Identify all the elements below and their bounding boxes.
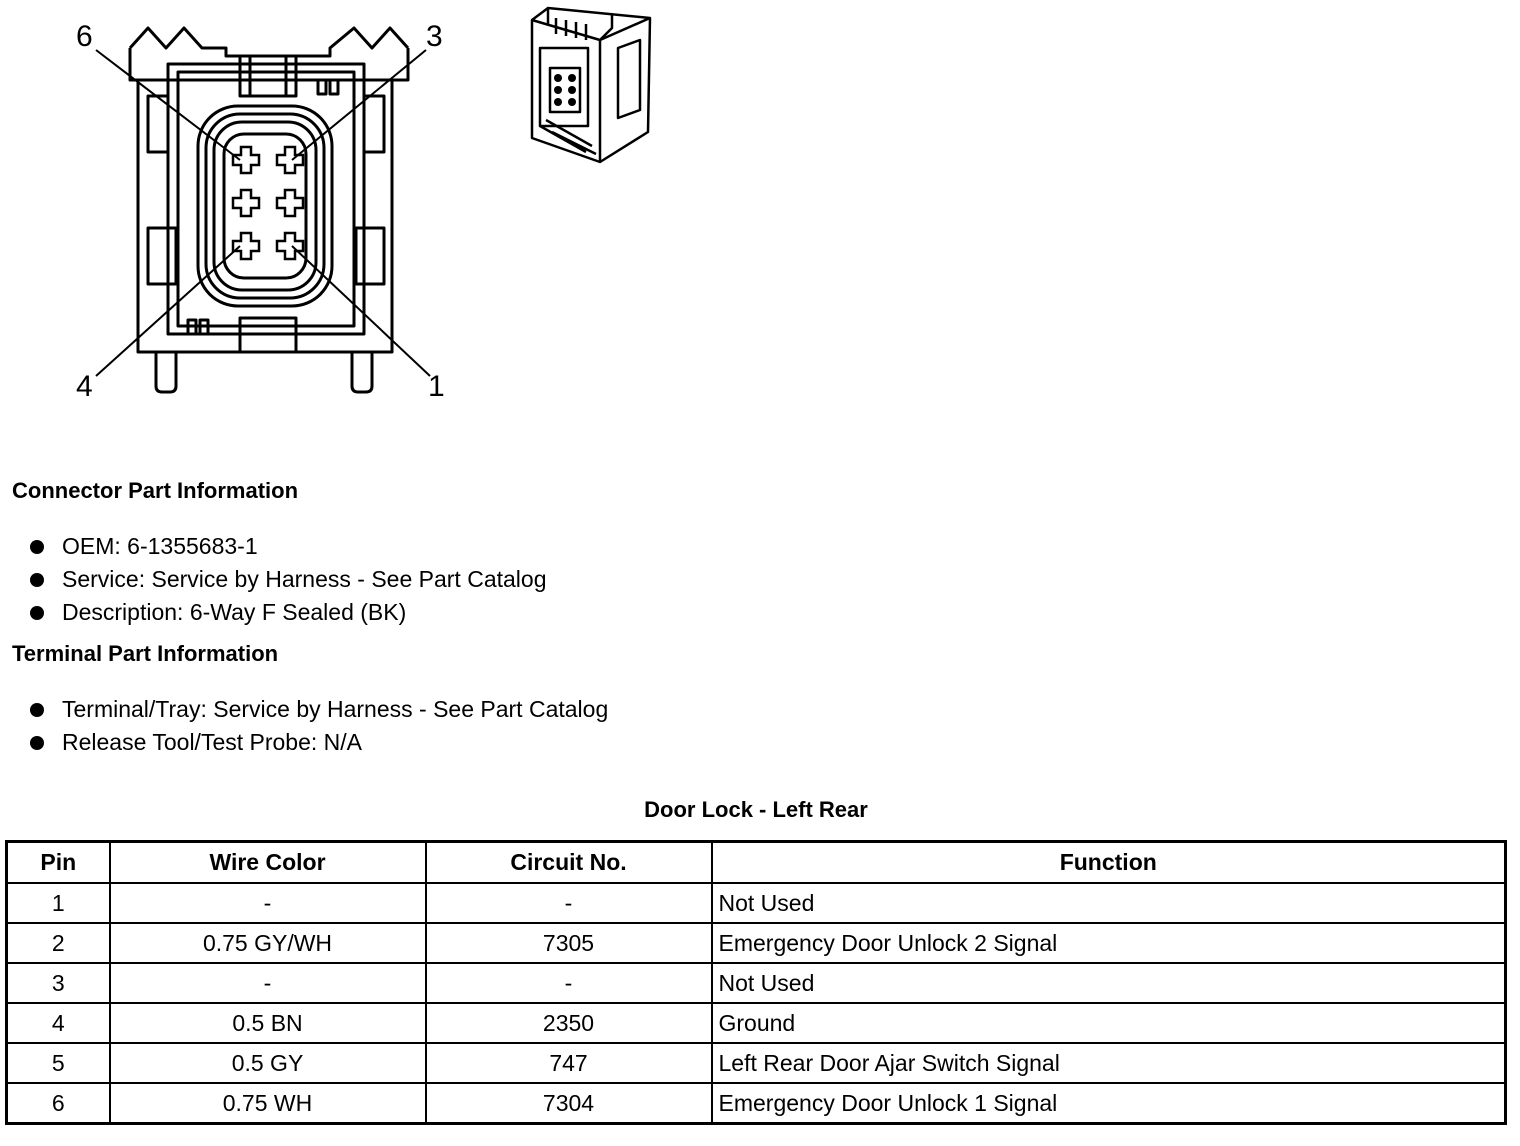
leader-line-6 [95, 49, 241, 161]
terminal-cavity [275, 231, 305, 261]
connector-leg-left [154, 352, 178, 394]
cell-pin: 1 [5, 882, 111, 924]
terminal-cavity [231, 188, 261, 218]
connector-info-list: OEM: 6-1355683-1 Service: Service by Har… [28, 530, 546, 629]
cell-function: Not Used [710, 882, 1507, 924]
pin-label-4: 4 [76, 370, 93, 403]
cell-function: Emergency Door Unlock 1 Signal [710, 1082, 1507, 1125]
connector-housing-inner [166, 62, 366, 336]
terminal-cavity [275, 145, 305, 175]
leader-line-4 [95, 245, 241, 377]
bullet-icon [30, 606, 44, 620]
cell-circuit-no: 2350 [424, 1002, 713, 1044]
column-header-pin: Pin [5, 840, 111, 884]
column-header-wire-color: Wire Color [108, 840, 427, 884]
bullet-icon [30, 573, 44, 587]
cell-wire-color: 0.5 BN [108, 1002, 427, 1044]
connector-leg-right [350, 352, 374, 394]
connector-top-zigzag [128, 26, 410, 58]
leader-line-3 [291, 49, 427, 161]
cell-wire-color: - [108, 882, 427, 924]
cell-pin: 6 [5, 1082, 111, 1125]
table-header-row: Pin Wire Color Circuit No. Function [5, 840, 1507, 884]
cell-circuit-no: 7305 [424, 922, 713, 964]
cell-circuit-no: 747 [424, 1042, 713, 1084]
column-header-function: Function [710, 840, 1507, 884]
cell-function: Not Used [710, 962, 1507, 1004]
connector-diagram [95, 6, 652, 394]
cell-pin: 3 [5, 962, 111, 1004]
list-item: Service: Service by Harness - See Part C… [28, 563, 546, 596]
terminal-info-list: Terminal/Tray: Service by Harness - See … [28, 693, 608, 759]
cell-function: Emergency Door Unlock 2 Signal [710, 922, 1507, 964]
cell-function: Ground [710, 1002, 1507, 1044]
leader-line-1 [291, 245, 431, 377]
table-row: 4 0.5 BN 2350 Ground [5, 1002, 1507, 1044]
pinout-table: Pin Wire Color Circuit No. Function 1 - … [5, 840, 1507, 1125]
terminal-cavity [275, 188, 305, 218]
list-item: Description: 6-Way F Sealed (BK) [28, 596, 546, 629]
pin-label-3: 3 [426, 20, 443, 53]
list-item: Terminal/Tray: Service by Harness - See … [28, 693, 608, 726]
table-row: 1 - - Not Used [5, 882, 1507, 924]
cell-wire-color: - [108, 962, 427, 1004]
column-header-circuit-no: Circuit No. [424, 840, 713, 884]
table-row: 2 0.75 GY/WH 7305 Emergency Door Unlock … [5, 922, 1507, 964]
bullet-icon [30, 736, 44, 750]
cell-pin: 4 [5, 1002, 111, 1044]
list-item: Release Tool/Test Probe: N/A [28, 726, 608, 759]
pin-label-1: 1 [428, 370, 445, 403]
cell-pin: 2 [5, 922, 111, 964]
list-item: OEM: 6-1355683-1 [28, 530, 546, 563]
cell-function: Left Rear Door Ajar Switch Signal [710, 1042, 1507, 1084]
pin-label-6: 6 [76, 20, 93, 53]
cell-wire-color: 0.5 GY [108, 1042, 427, 1084]
cell-circuit-no: - [424, 882, 713, 924]
terminal-cavity [231, 145, 261, 175]
cell-pin: 5 [5, 1042, 111, 1084]
connector-seal-outer [196, 104, 334, 308]
cell-circuit-no: - [424, 962, 713, 1004]
cell-circuit-no: 7304 [424, 1082, 713, 1125]
connector-iso-view [530, 6, 652, 164]
terminal-info-heading: Terminal Part Information [12, 641, 279, 666]
table-row: 5 0.5 GY 747 Left Rear Door Ajar Switch … [5, 1042, 1507, 1084]
cell-wire-color: 0.75 WH [108, 1082, 427, 1125]
table-row: 3 - - Not Used [5, 962, 1507, 1004]
table-row: 6 0.75 WH 7304 Emergency Door Unlock 1 S… [5, 1082, 1507, 1125]
bullet-icon [30, 540, 44, 554]
connector-info-heading: Connector Part Information [12, 478, 299, 503]
bullet-icon [30, 703, 44, 717]
terminal-cavity [231, 231, 261, 261]
table-title: Door Lock - Left Rear [644, 797, 868, 822]
cell-wire-color: 0.75 GY/WH [108, 922, 427, 964]
